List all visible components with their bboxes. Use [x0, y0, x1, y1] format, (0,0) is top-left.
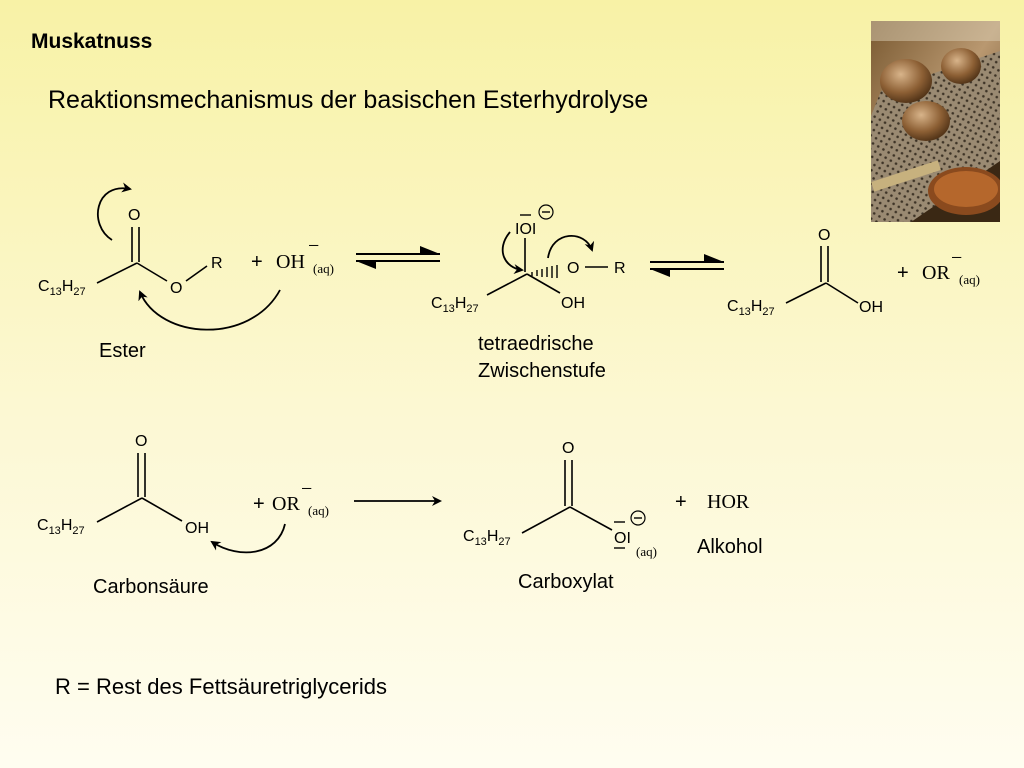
svg-text:OR: OR: [272, 493, 300, 515]
tetrahedral-intermediate: IOI O R OH C13H27: [431, 204, 626, 315]
slide-title: Reaktionsmechanismus der basischen Ester…: [48, 86, 649, 114]
alcohol-formula: HOR: [707, 491, 750, 513]
ester-ether-o: O: [170, 280, 182, 297]
intermediate-negative-charge: [538, 204, 554, 220]
acid-structure-top: O OH C13H27: [727, 227, 883, 318]
alkoxide-ion-top: OR − (aq): [922, 247, 980, 287]
svg-text:(aq): (aq): [636, 544, 657, 559]
row2-plus-left: +: [253, 493, 265, 515]
intermediate-curved-arrow-reform: [501, 231, 524, 275]
intermediate-oh: OH: [561, 295, 585, 312]
ester-chain: C13H27: [38, 278, 86, 298]
ester-plus: +: [251, 251, 263, 273]
alkoxide-ion-row2: OR − (aq): [272, 478, 329, 518]
intermediate-label-line2: Zwischenstufe: [478, 360, 606, 382]
ester-structure: O O R C13H27: [38, 182, 281, 331]
carboxylate-o-minus: OI: [614, 530, 631, 547]
slide-label: Muskatnuss: [31, 30, 153, 53]
svg-text:OR: OR: [922, 262, 950, 284]
svg-text:OH: OH: [185, 520, 209, 537]
alcohol-label: Alkohol: [697, 536, 763, 558]
svg-text:(aq): (aq): [959, 272, 980, 287]
svg-text:C13H27: C13H27: [37, 517, 85, 537]
hydroxide-ion: OH − (aq): [276, 235, 334, 276]
row2-plus-right: +: [675, 491, 687, 513]
ester-curved-arrow-attack: [138, 289, 281, 331]
svg-text:−: −: [308, 235, 319, 257]
ester-carbonyl-o: O: [128, 207, 140, 224]
svg-text:C13H27: C13H27: [727, 298, 775, 318]
svg-text:−: −: [301, 478, 312, 500]
intermediate-ether-o: O: [567, 260, 579, 277]
acid-curved-arrow-deprotonation: [210, 523, 286, 554]
svg-text:(aq): (aq): [313, 261, 334, 276]
svg-text:O: O: [818, 227, 830, 244]
carboxylic-acid-structure: O OH C13H27: [37, 433, 286, 554]
footnote: R = Rest des Fettsäuretriglycerids: [55, 674, 387, 699]
svg-text:−: −: [951, 247, 962, 269]
ester-curved-arrow-carbonyl: [97, 182, 132, 241]
intermediate-r: R: [614, 260, 626, 277]
svg-text:O: O: [562, 440, 574, 457]
nutmeg-grater-photo: [871, 21, 1000, 222]
equilibrium-arrow-2: [650, 254, 724, 277]
intermediate-chain: C13H27: [431, 295, 479, 315]
carboxylate-negative-charge: [630, 510, 646, 526]
svg-text:OH: OH: [859, 299, 883, 316]
ester-label: Ester: [99, 340, 146, 362]
intermediate-alkoxide-o: IOI: [515, 221, 536, 238]
svg-text:OH: OH: [276, 251, 305, 273]
svg-text:(aq): (aq): [308, 503, 329, 518]
carboxylate-label: Carboxylat: [518, 571, 614, 593]
intermediate-curved-arrow-leave: [547, 235, 595, 259]
ester-r: R: [211, 255, 223, 272]
carboxylic-acid-label: Carbonsäure: [93, 576, 209, 598]
carboxylate-structure: O OI (aq) C13H27: [463, 440, 657, 559]
equilibrium-arrow-1: [356, 246, 440, 269]
intermediate-label-line1: tetraedrische: [478, 333, 594, 355]
svg-text:O: O: [135, 433, 147, 450]
svg-text:C13H27: C13H27: [463, 528, 511, 548]
product-plus-top: +: [897, 262, 909, 284]
